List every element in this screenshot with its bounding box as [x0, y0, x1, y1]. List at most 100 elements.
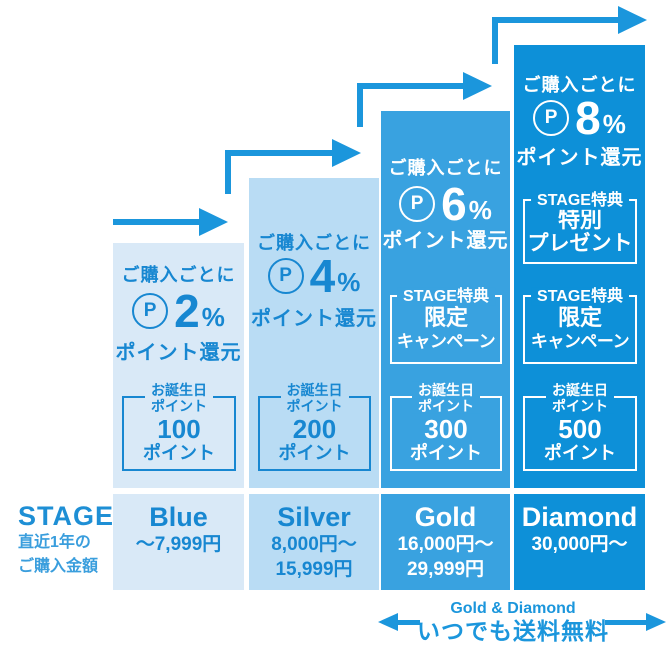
percent-row: P 2 % [113, 285, 244, 337]
percent-value: 4 [309, 250, 336, 302]
stage-header-period-line1: 直近1年の [18, 534, 91, 551]
step-arrow-1-head-icon [199, 208, 228, 236]
free-shipping-title: いつでも送料無料 [417, 618, 609, 644]
step-arrow-2-head-icon [332, 139, 361, 167]
percent-value: 2 [174, 285, 200, 337]
step-arrow-3-line-icon [357, 83, 464, 89]
birthday-label-line2: ポイント [286, 398, 343, 414]
stage-range-line2: 29,999円 [406, 559, 485, 580]
percent-unit: % [468, 195, 492, 225]
free-shipping-subtitle: Gold & Diamond [450, 600, 576, 617]
reward-label: ポイント還元 [115, 342, 242, 364]
percent-row: P 4 % [249, 250, 379, 302]
step-arrow-4-head-icon [618, 6, 647, 34]
stage-name: Silver [277, 502, 351, 532]
birthday-box: お誕生日 ポイント 100 ポイント [122, 381, 236, 471]
birthday-label-line1: お誕生日 [286, 381, 343, 398]
tier-column-blue: ご購入ごとに P 2 % ポイント還元 お誕生日 ポイント 100 ポイント [113, 243, 244, 488]
stage-range-line1: 8,000円〜 [271, 534, 357, 555]
percent-value: 6 [441, 178, 467, 230]
birthday-box: お誕生日 ポイント 300 ポイント [390, 381, 502, 471]
stage-name: Diamond [521, 502, 638, 532]
percent-value: 8 [575, 92, 601, 144]
point-coin-icon: P [267, 258, 304, 294]
stage-range-line1: 〜7,999円 [135, 534, 222, 555]
birthday-points-unit: ポイント [544, 442, 616, 463]
birthday-points-value: 500 [558, 413, 602, 444]
birthday-box-label: お誕生日 ポイント [145, 381, 213, 415]
left-arrow-head-icon [378, 613, 398, 631]
stage-cell-gold: Gold 16,000円〜 29,999円 [381, 494, 510, 590]
percent-unit: % [337, 267, 361, 297]
step-arrow-2-riser-icon [225, 150, 231, 194]
stage-cell-silver: Silver 8,000円〜 15,999円 [249, 494, 379, 590]
birthday-box-label: お誕生日 ポイント [412, 381, 480, 415]
purchase-label: ご購入ごとに [257, 233, 371, 253]
birthday-points-value: 200 [292, 413, 337, 444]
birthday-label-line2: ポイント [552, 398, 608, 414]
benefit-box: STAGE特典 限定 キャンペーン [390, 287, 502, 364]
tier-column-silver: ご購入ごとに P 4 % ポイント還元 お誕生日 ポイント 200 ポイント [249, 178, 379, 488]
tier-column-diamond: ご購入ごとに P 8 % ポイント還元 STAGE特典 特別 プレゼント STA… [514, 45, 645, 488]
benefit-line2: キャンペーン [396, 332, 496, 351]
purchase-label: ご購入ごとに [121, 265, 236, 285]
birthday-box: お誕生日 ポイント 200 ポイント [258, 381, 371, 471]
stage-header-label: STAGE [18, 501, 115, 531]
benefit-box-label: STAGE特典 [531, 287, 629, 307]
birthday-points-unit: ポイント [410, 442, 482, 463]
stage-cell-diamond: Diamond 30,000円〜 [514, 494, 645, 590]
percent-row: P 6 % [381, 178, 510, 230]
stage-name: Gold [414, 502, 477, 532]
point-coin-letter: P [544, 107, 558, 128]
stage-cell-blue: Blue 〜7,999円 [113, 494, 244, 590]
reward-label: ポイント還元 [382, 230, 509, 252]
step-arrow-2-line-icon [225, 150, 333, 156]
point-coin-icon: P [132, 293, 169, 329]
step-arrow-3-riser-icon [357, 83, 363, 127]
left-arrow-line-icon [397, 620, 420, 625]
birthday-points-value: 100 [157, 413, 201, 444]
purchase-label: ご購入ごとに [522, 75, 637, 95]
point-coin-letter: P [410, 193, 424, 214]
step-arrow-1-line-icon [113, 219, 199, 225]
stage-name: Blue [149, 502, 208, 532]
birthday-points-unit: ポイント [143, 442, 215, 463]
benefit-line2: キャンペーン [530, 332, 630, 351]
benefit-box: STAGE特典 限定 キャンペーン [523, 287, 637, 364]
tier-column-gold: ご購入ごとに P 6 % ポイント還元 STAGE特典 限定 キャンペーン お誕… [381, 111, 510, 488]
stage-range-line2: 15,999円 [275, 559, 353, 580]
step-arrow-4-riser-icon [492, 17, 498, 64]
percent-unit: % [201, 302, 225, 332]
percent-unit: % [602, 109, 626, 139]
birthday-label-line2: ポイント [418, 398, 474, 414]
benefit-line1: 限定 [557, 305, 602, 330]
right-arrow-line-icon [605, 620, 647, 625]
point-coin-letter: P [143, 300, 157, 321]
percent-row: P 8 % [514, 92, 645, 144]
step-arrow-4-line-icon [492, 17, 619, 23]
birthday-label-line1: お誕生日 [418, 381, 474, 398]
birthday-label-line1: お誕生日 [552, 381, 608, 398]
benefit-line1: 限定 [423, 305, 468, 330]
point-coin-icon: P [533, 100, 570, 136]
point-coin-icon: P [399, 186, 436, 222]
right-arrow-head-icon [646, 613, 666, 631]
birthday-box-label: お誕生日 ポイント [280, 381, 349, 415]
birthday-points-unit: ポイント [278, 442, 351, 463]
benefit-line1: 特別 [557, 207, 602, 232]
benefit-box-label: STAGE特典 [531, 191, 629, 211]
stage-range-line1: 30,000円〜 [531, 534, 628, 555]
birthday-box: お誕生日 ポイント 500 ポイント [523, 381, 637, 471]
stage-range-line1: 16,000円〜 [397, 534, 494, 555]
stage-header-period-line2: ご購入金額 [18, 558, 99, 575]
benefit-box: STAGE特典 特別 プレゼント [523, 191, 637, 264]
birthday-box-label: お誕生日 ポイント [546, 381, 614, 415]
point-coin-letter: P [279, 265, 292, 286]
purchase-label: ご購入ごとに [388, 158, 503, 178]
stage-row-header: STAGE 直近1年の ご購入金額 [18, 501, 115, 579]
reward-label: ポイント還元 [516, 147, 643, 169]
benefit-line2: プレゼント [527, 232, 633, 255]
step-arrow-3-head-icon [463, 72, 492, 100]
benefit-box-label: STAGE特典 [397, 287, 495, 307]
